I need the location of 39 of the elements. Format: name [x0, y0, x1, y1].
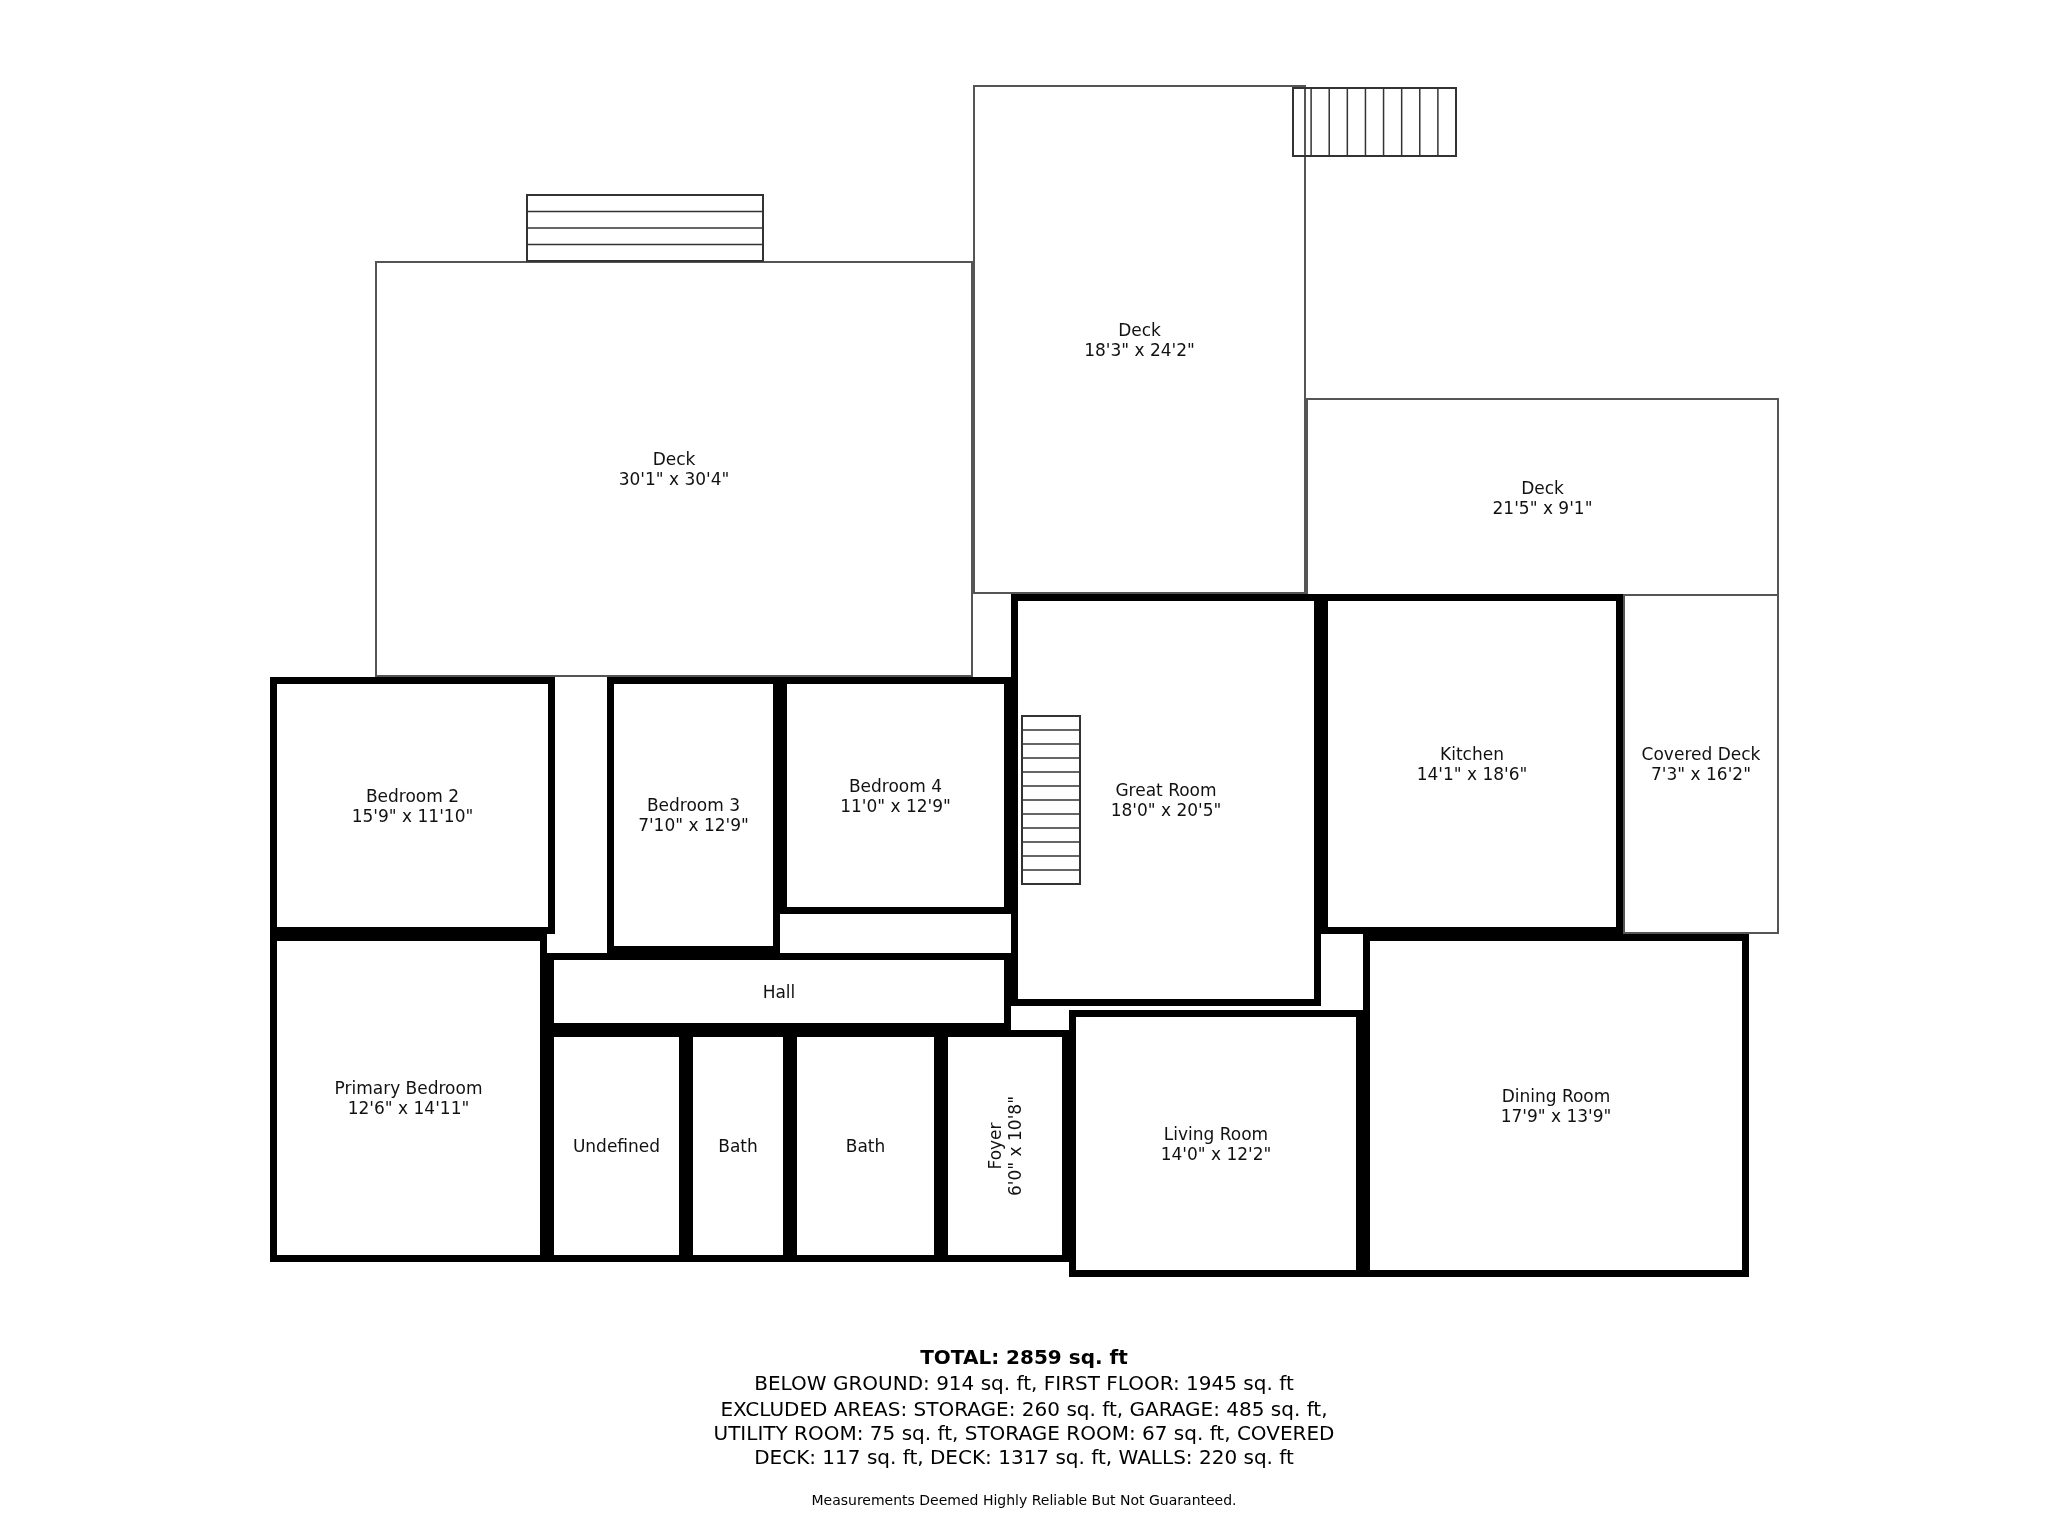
room-name: Living Room	[1163, 1123, 1269, 1144]
room-dimensions: 18'3" x 24'2"	[1084, 339, 1195, 360]
area-breakdown: BELOW GROUND: 914 sq. ft, FIRST FLOOR: 1945 sq. ft	[754, 1371, 1294, 1395]
room-name: Bedroom 4	[848, 775, 943, 796]
room-dimensions: 18'0" x 20'5"	[1110, 800, 1222, 820]
room-name: Deck	[1521, 477, 1564, 498]
room-name: Hall	[762, 981, 796, 1002]
room-name: Dining Room	[1501, 1085, 1611, 1106]
area-total: TOTAL: 2859 sq. ft	[920, 1345, 1128, 1369]
room-dimensions: 14'1" x 18'6"	[1416, 764, 1528, 784]
room-name: Great Room	[1115, 780, 1217, 800]
room-name: Covered Deck	[1641, 744, 1761, 764]
disclaimer-note: Measurements Deemed Highly Reliable But Not Guaranteed.	[811, 1491, 1237, 1510]
excluded-areas-note: EXCLUDED AREAS: STORAGE: 260 sq. ft, GARAGE: 485 sq. ft, UTILITY ROOM: 75 sq. ft, STORAGE ROOM: 67 sq. ft, COVERED DECK: 117 sq. ft, DECK: 1317 sq. ft, WALLS: 220 sq. ft	[712, 1397, 1336, 1469]
deck-outline	[375, 261, 973, 677]
room-name: Deck	[1118, 319, 1161, 340]
room-name: Bedroom 3	[646, 795, 741, 815]
room-name: Primary Bedroom	[334, 1078, 483, 1098]
deck-outline	[973, 85, 1306, 594]
room-name: Bath	[845, 1136, 886, 1156]
room-name: Deck	[652, 449, 696, 469]
room-dimensions: 7'10" x 12'9"	[638, 815, 749, 835]
room-dimensions: 17'9" x 13'9"	[1500, 1105, 1612, 1126]
room-dimensions: 21'5" x 9'1"	[1492, 497, 1593, 518]
room-name: Kitchen	[1440, 744, 1504, 764]
room-name: Undefined	[572, 1136, 661, 1156]
deck-outline	[1623, 594, 1779, 934]
room-name: Foyer	[985, 1122, 1005, 1170]
room-name: Bedroom 2	[365, 785, 460, 806]
room-dimensions: 7'3" x 16'2"	[1651, 764, 1751, 784]
room-dimensions: 15'9" x 11'10"	[351, 805, 474, 826]
room-dimensions: 14'0" x 12'2"	[1160, 1143, 1272, 1164]
deck-outline	[1306, 398, 1779, 597]
room-dimensions: 12'6" x 14'11"	[347, 1098, 470, 1118]
room-outline	[270, 677, 555, 934]
room-name: Bath	[718, 1136, 758, 1156]
room-dimensions: 6'0" x 10'8"	[1005, 1096, 1025, 1196]
room-dimensions: 30'1" x 30'4"	[618, 469, 730, 489]
room-dimensions: 11'0" x 12'9"	[840, 795, 951, 816]
